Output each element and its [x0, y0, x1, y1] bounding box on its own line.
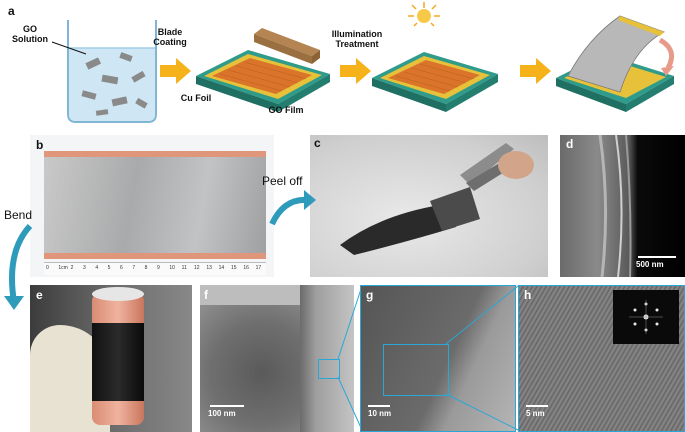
ruler-tick-label: 13: [206, 265, 212, 271]
bend-label: Bend: [4, 208, 33, 222]
panel-d-image: [560, 135, 685, 277]
panel-f-label: f: [204, 288, 208, 302]
zoom-connector-f-g: [337, 285, 363, 431]
ruler-tick-label: 12: [194, 265, 200, 271]
go-solution-pointer: [51, 41, 87, 55]
ruler-tick-label: 3: [83, 265, 86, 271]
zoom-connector-g-h: [445, 285, 519, 431]
ruler-tick-label: 10: [169, 265, 175, 271]
sem-cross-section: [598, 135, 632, 277]
ruler-tick-label: 7: [132, 265, 136, 271]
process-arrow-1: [160, 58, 191, 84]
panel-b-label: b: [36, 138, 44, 152]
panel-f-zoom-box: [318, 359, 340, 379]
panel-e-label: e: [36, 288, 43, 302]
panel-f-image: [200, 285, 354, 432]
panel-g-scalebar: [368, 405, 390, 407]
panel-g-image: [360, 285, 516, 432]
ruler-tick-label: 9: [157, 265, 160, 271]
panel-g-scale-text: 10 nm: [368, 409, 392, 418]
ruler-tick-label: 14: [218, 265, 225, 271]
go-film-sheet: [44, 157, 266, 253]
cu-foil-bottom-strip: [44, 253, 266, 259]
panel-h-label: h: [524, 288, 532, 302]
blade-coating-label: Blade Coating: [153, 27, 187, 47]
peel-off-arrow: [269, 190, 316, 226]
panel-f-scalebar: [210, 405, 244, 407]
bent-sample-cylinder: [92, 287, 144, 425]
process-arrow-3: [520, 58, 551, 84]
illumination-label: Illumination Treatment: [331, 29, 383, 49]
panel-h-scale-text: 5 nm: [526, 409, 545, 418]
peeled-film-stage: [556, 15, 675, 112]
panel-f-scale-text: 100 nm: [208, 409, 236, 418]
go-solution-label: GO Solution: [12, 24, 48, 44]
go-film-wrap: [92, 323, 144, 401]
bend-arrow: [4, 223, 33, 310]
panel-d-scalebar: [638, 256, 676, 258]
panel-e-image: [30, 285, 192, 432]
ruler-tick-label: 11: [181, 265, 187, 271]
ruler-tick-label: 15: [231, 265, 237, 271]
fft-inset: [613, 290, 679, 344]
peel-off-label: Peel off: [262, 174, 303, 188]
ruler-tick-label: 8: [144, 265, 148, 271]
ruler-tick-label: 1cm: [58, 265, 68, 271]
panel-d-label: d: [566, 137, 574, 151]
panel-c-image: [310, 135, 548, 277]
panel-g-zoom-box: [383, 344, 449, 396]
ruler-tick-label: 5: [107, 265, 111, 271]
cu-foil-top-strip: [44, 151, 266, 157]
ruler-tick-label: 16: [243, 265, 249, 271]
ruler-tick-label: 4: [95, 265, 99, 271]
ruler-tick-label: 17: [255, 265, 262, 271]
panel-c-label: c: [314, 136, 321, 150]
ruler-tick-label: 6: [120, 265, 123, 271]
blade-coating-stage: [196, 28, 330, 112]
tweezers-and-film: [340, 143, 534, 255]
sun-icon: [408, 2, 440, 27]
ruler-tick-label: 0: [46, 265, 49, 271]
panel-h-scalebar: [526, 405, 548, 407]
fft-pattern: [629, 300, 663, 334]
cu-foil-label: Cu Foil: [180, 93, 212, 103]
go-solution-beaker: [67, 20, 157, 123]
ruler-tick-label: 2: [70, 265, 74, 271]
panel-h-image: [518, 285, 685, 432]
process-arrow-2: [340, 58, 371, 84]
panel-a-label: a: [8, 4, 15, 18]
illumination-stage: [372, 52, 498, 112]
go-film-label: GO Film: [268, 105, 304, 115]
panel-d-scale-text: 500 nm: [636, 260, 664, 269]
panel-g-label: g: [366, 288, 374, 302]
